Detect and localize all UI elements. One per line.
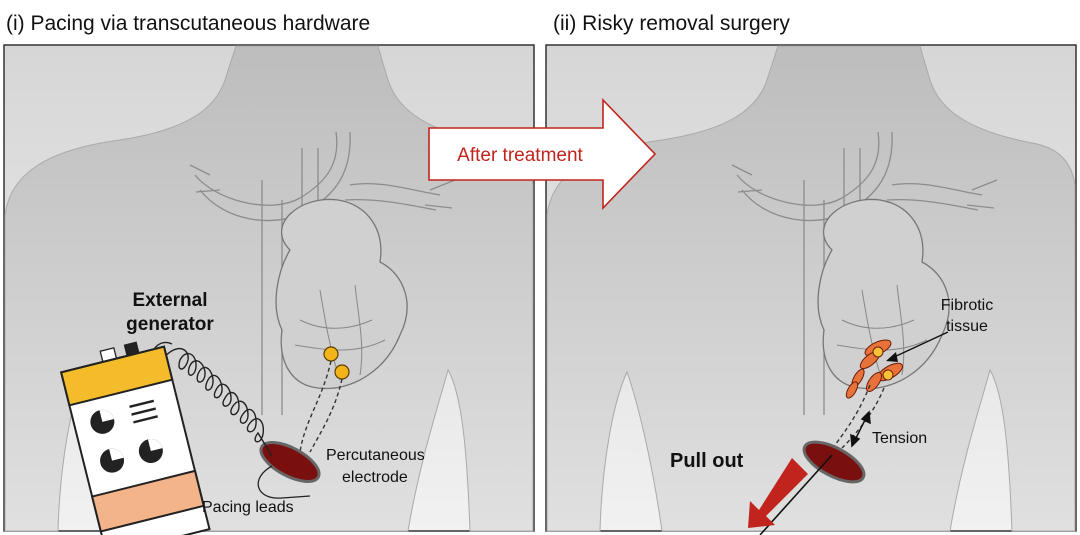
generator-label-line2: generator <box>126 314 214 335</box>
left-panel-title: (i) Pacing via transcutaneous hardware <box>6 12 370 35</box>
right-panel-title: (ii) Risky removal surgery <box>553 12 790 35</box>
pacing-electrode-dot-lower <box>334 364 350 380</box>
external-lead <box>257 465 311 499</box>
coiled-cable <box>157 347 273 457</box>
pull-out-arrow <box>748 458 808 528</box>
pacing-electrode-dot-upper <box>323 346 339 362</box>
left-panel: External generator Percutaneous electrod… <box>3 44 535 535</box>
fibrotic-tissue <box>845 339 903 399</box>
pull-out-label: Pull out <box>670 450 744 472</box>
torso-silhouette-right <box>546 45 1076 532</box>
pull-line <box>759 454 833 535</box>
percutaneous-electrode-right <box>802 440 866 484</box>
tension-label: Tension <box>872 430 927 447</box>
external-generator <box>59 341 211 535</box>
heart-vessels <box>189 131 456 415</box>
right-panel: Fibrotic tissue Tension Pull out <box>545 44 1077 535</box>
leads-label: Pacing leads <box>202 499 294 516</box>
heart-vessels-surface <box>294 284 386 381</box>
fibrotic-label-line1: Fibrotic <box>941 297 993 314</box>
fibrotic-label-line2: tissue <box>946 318 988 335</box>
electrode-label-line1: Percutaneous <box>326 447 425 464</box>
heart <box>275 198 408 390</box>
fibrotic-pointer <box>886 331 949 362</box>
after-treatment-label: After treatment <box>457 145 583 166</box>
after-treatment-arrow: After treatment <box>428 98 657 210</box>
electrode-label-line2: electrode <box>342 469 408 486</box>
internal-leads <box>299 360 343 453</box>
generator-label-line1: External <box>133 290 208 311</box>
tension-arrow <box>850 410 871 448</box>
percutaneous-electrode <box>259 441 321 483</box>
